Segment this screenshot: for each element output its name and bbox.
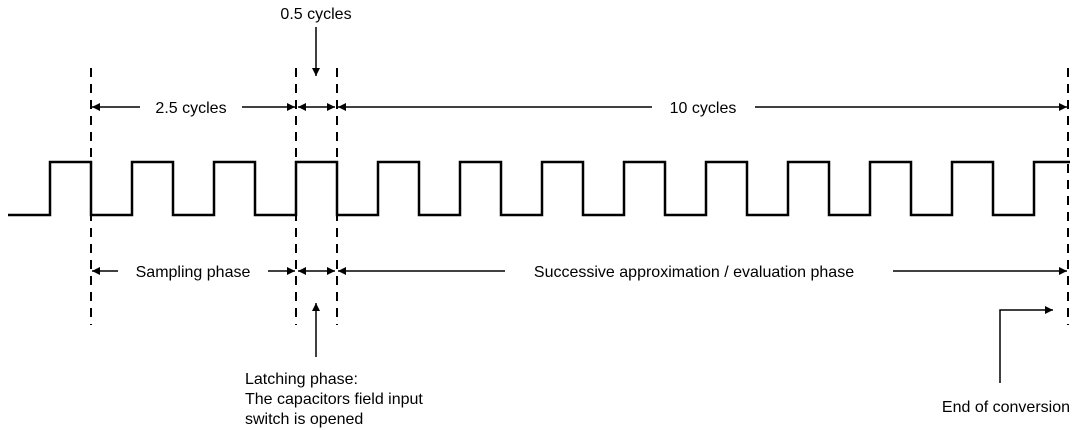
conversion-cycles-label: 10 cycles — [670, 100, 737, 117]
evaluation-phase-label: Successive approximation / evaluation ph… — [534, 264, 854, 281]
sampling-phase-label: Sampling phase — [136, 264, 251, 281]
latching-note-line1: Latching phase: — [245, 371, 358, 388]
latching-note-line2: The capacitors field input — [245, 391, 423, 408]
end-of-conversion-arrow — [999, 306, 1053, 383]
clock-waveform — [8, 160, 1070, 217]
sampling-cycles-label: 2.5 cycles — [155, 100, 226, 117]
half-cycle-label: 0.5 cycles — [280, 6, 351, 23]
end-of-conversion-label: End of conversion — [942, 399, 1070, 416]
latching-note-line3: switch is opened — [245, 411, 363, 428]
